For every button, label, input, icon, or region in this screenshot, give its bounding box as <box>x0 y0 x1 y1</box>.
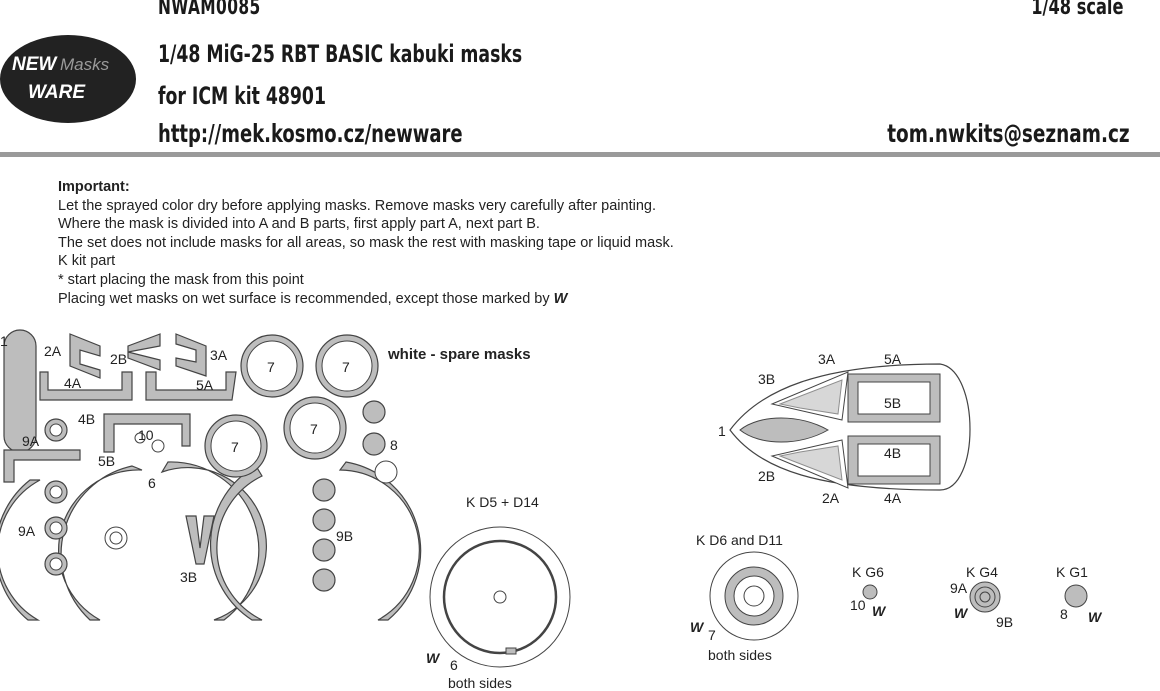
wet-mark-icon: W <box>553 290 568 307</box>
logo-ware: WARE <box>28 82 86 103</box>
instruction-line: The set does not include masks for all a… <box>58 234 674 251</box>
wet-mark-icon: W <box>954 605 969 621</box>
kit-mask-6: 6 <box>450 657 458 673</box>
logo-masks: Masks <box>60 55 110 74</box>
product-code: NWAM0085 <box>158 0 261 20</box>
wet-mark-icon: W <box>690 619 705 635</box>
canopy-diagram: 1 2A 2B 3A 3B 4A 4B 5A 5B <box>718 351 971 506</box>
canopy-label-3b: 3B <box>758 371 775 387</box>
mask-part-9b-left <box>209 465 263 621</box>
label-9a: 9A <box>22 433 40 449</box>
wet-mark-icon: W <box>426 650 441 666</box>
kit-part-g6: K G6 10 W <box>850 564 887 619</box>
kit-mask-7: 7 <box>708 627 716 643</box>
mask-part-3a <box>175 333 207 377</box>
mask-part-5a <box>145 371 237 401</box>
canopy-label-2a: 2A <box>822 490 840 506</box>
canopy-label-3a: 3A <box>818 351 836 367</box>
label-2b: 2B <box>110 351 127 367</box>
label-6: 6 <box>148 475 156 491</box>
mask-part-2a <box>69 333 101 379</box>
label-7d: 7 <box>310 421 318 437</box>
mask-part-8-disc <box>362 400 386 424</box>
kit-part-d5-d14: K D5 + D14 W 6 both sides <box>426 494 571 691</box>
label-7b: 7 <box>342 359 350 375</box>
kit-part-g1: K G1 8 W <box>1056 564 1103 625</box>
wet-mark-icon: W <box>872 603 887 619</box>
kit-ref-g4: K G4 <box>966 564 998 580</box>
header-divider <box>0 152 1160 157</box>
label-2a: 2A <box>44 343 62 359</box>
logo-new: NEW <box>12 54 58 75</box>
label-8: 8 <box>390 437 398 453</box>
kit-note-d5: both sides <box>448 675 512 691</box>
scale-label: 1/48 scale <box>1031 0 1124 20</box>
label-9b: 9B <box>336 528 353 544</box>
label-1: 1 <box>0 333 8 349</box>
product-title: 1/48 MiG-25 RBT BASIC kabuki masks <box>158 40 523 68</box>
kit-mask-10: 10 <box>850 597 866 613</box>
kit-mask-9a: 9A <box>950 580 968 596</box>
kit-mask-8: 8 <box>1060 606 1068 622</box>
canopy-label-5a: 5A <box>884 351 902 367</box>
kit-ref-g1: K G1 <box>1056 564 1088 580</box>
instructions-heading: Important: <box>58 179 130 195</box>
website-link[interactable]: http://mek.kosmo.cz/newware <box>158 119 463 148</box>
instruction-line: K kit part <box>58 253 116 270</box>
label-4a: 4A <box>64 375 82 391</box>
mask-part-5b <box>3 449 81 483</box>
new-ware-logo: NEW Masks WARE <box>0 35 136 123</box>
spare-mask <box>374 460 398 484</box>
instruction-line: * start placing the mask from this point <box>58 271 304 288</box>
kit-note-d6: both sides <box>708 647 772 663</box>
label-7c: 7 <box>231 439 239 455</box>
label-5b: 5B <box>98 453 115 469</box>
mask-part-3b-v <box>185 515 215 565</box>
kit-ref-d5: K D5 + D14 <box>466 494 539 510</box>
canopy-label-5b: 5B <box>884 395 901 411</box>
label-3b: 3B <box>180 569 197 585</box>
label-7a: 7 <box>267 359 275 375</box>
mask-part-9b-right <box>338 461 422 621</box>
mask-part-2b <box>127 333 161 371</box>
instruction-line: Where the mask is divided into A and B p… <box>58 216 540 233</box>
wet-mark-icon: W <box>1088 609 1103 625</box>
kit-part-g4: K G4 9A 9B W <box>950 564 1013 630</box>
mask-part-6-arc <box>0 479 41 621</box>
kit-ref-g6: K G6 <box>852 564 884 580</box>
mask-part-6-left <box>58 465 143 621</box>
kit-mask-9b: 9B <box>996 614 1013 630</box>
kit-part-d6-d11: K D6 and D11 W 7 both sides <box>690 532 799 663</box>
canopy-label-4b: 4B <box>884 445 901 461</box>
label-3a: 3A <box>210 347 228 363</box>
instructions-block: Important: Let the sprayed color dry bef… <box>58 178 674 308</box>
canopy-label-2b: 2B <box>758 468 775 484</box>
label-4b: 4B <box>78 411 95 427</box>
instruction-line: Placing wet masks on wet surface is reco… <box>58 290 568 307</box>
label-5a: 5A <box>196 377 214 393</box>
spare-masks-note: white - spare masks <box>387 346 531 363</box>
kit-ref-d6: K D6 and D11 <box>696 532 783 548</box>
instruction-line: Let the sprayed color dry before applyin… <box>58 197 656 214</box>
mask-part-4a <box>39 371 133 401</box>
canopy-label-1: 1 <box>718 423 726 439</box>
contact-email[interactable]: tom.nwkits@seznam.cz <box>887 119 1130 148</box>
label-9a-2: 9A <box>18 523 36 539</box>
mask-part-4b <box>103 413 191 453</box>
kit-reference: for ICM kit 48901 <box>158 82 326 110</box>
canopy-label-4a: 4A <box>884 490 902 506</box>
label-10: 10 <box>138 427 154 443</box>
